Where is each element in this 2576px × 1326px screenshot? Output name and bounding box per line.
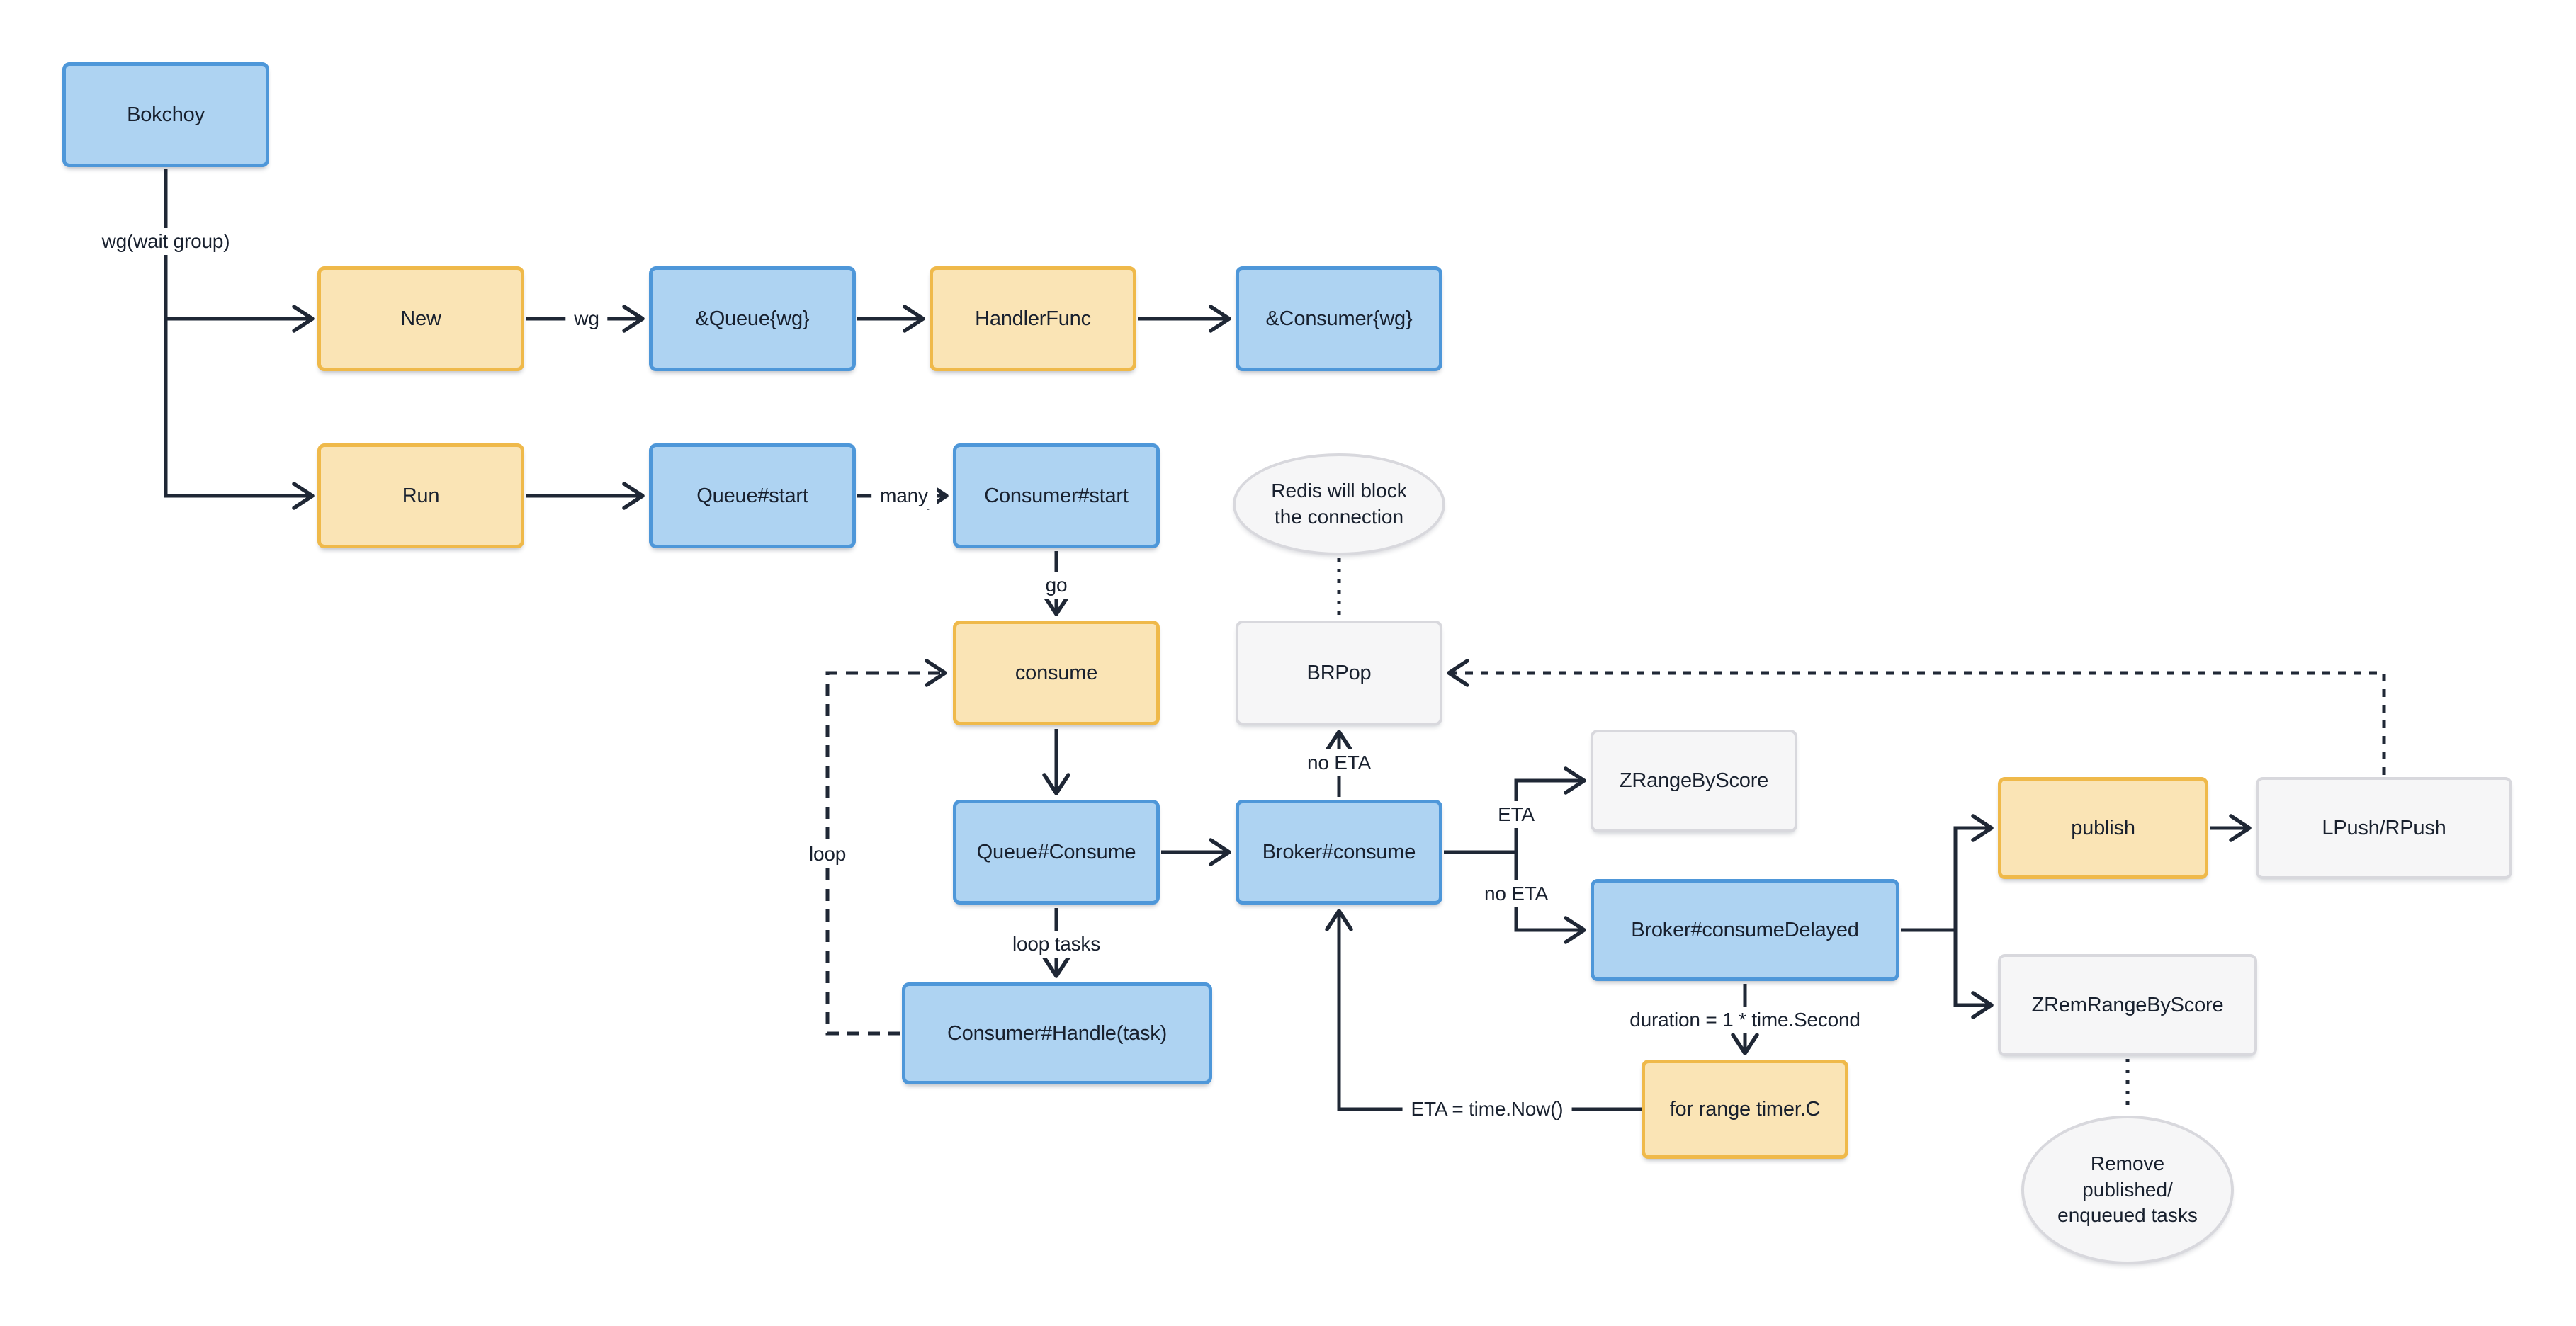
note-remove-tasks: Remove published/ enqueued tasks [2021, 1116, 2234, 1264]
node-zremrangebyscore: ZRemRangeByScore [1998, 954, 2257, 1056]
edge-label-duration: duration = 1 * time.Second [1621, 1007, 1869, 1033]
edge-label-no-eta-top: no ETA [1298, 749, 1380, 776]
edge-label-no-eta-bottom: no ETA [1475, 880, 1557, 907]
node-consumer-wg: &Consumer{wg} [1236, 266, 1442, 371]
node-new: New [317, 266, 524, 371]
edge-label-wg-wait-group: wg(wait group) [93, 228, 239, 255]
node-publish: publish [1998, 777, 2208, 879]
note-redis-block-text: Redis will block the connection [1271, 480, 1407, 528]
edge-label-many: many [871, 482, 937, 509]
edge-label-wg: wg [565, 305, 608, 332]
node-queue-wg: &Queue{wg} [649, 266, 856, 371]
edge-label-go: go [1036, 572, 1076, 599]
node-brpop: BRPop [1236, 620, 1442, 725]
node-consume: consume [953, 620, 1160, 725]
node-zrangebyscore: ZRangeByScore [1591, 730, 1797, 832]
note-remove-tasks-text: Remove published/ enqueued tasks [2057, 1152, 2198, 1227]
node-run: Run [317, 443, 524, 548]
note-redis-block: Redis will block the connection [1233, 453, 1445, 555]
node-consumer-handle: Consumer#Handle(task) [902, 982, 1212, 1084]
node-bokchoy: Bokchoy [62, 62, 269, 167]
node-handlerfunc: HandlerFunc [930, 266, 1136, 371]
node-broker-consume-delayed: Broker#consumeDelayed [1591, 879, 1899, 981]
node-lpush-rpush: LPush/RPush [2256, 777, 2512, 879]
node-for-range-timer: for range timer.C [1642, 1060, 1848, 1159]
node-broker-consume: Broker#consume [1236, 800, 1442, 905]
edge-label-eta: ETA [1489, 801, 1543, 828]
node-queue-consume: Queue#Consume [953, 800, 1160, 905]
edge-label-loop-tasks: loop tasks [1003, 931, 1109, 958]
edge-label-loop: loop [800, 841, 855, 868]
edge-label-eta-now: ETA = time.Now() [1402, 1096, 1572, 1123]
node-queue-start: Queue#start [649, 443, 856, 548]
node-consumer-start: Consumer#start [953, 443, 1160, 548]
